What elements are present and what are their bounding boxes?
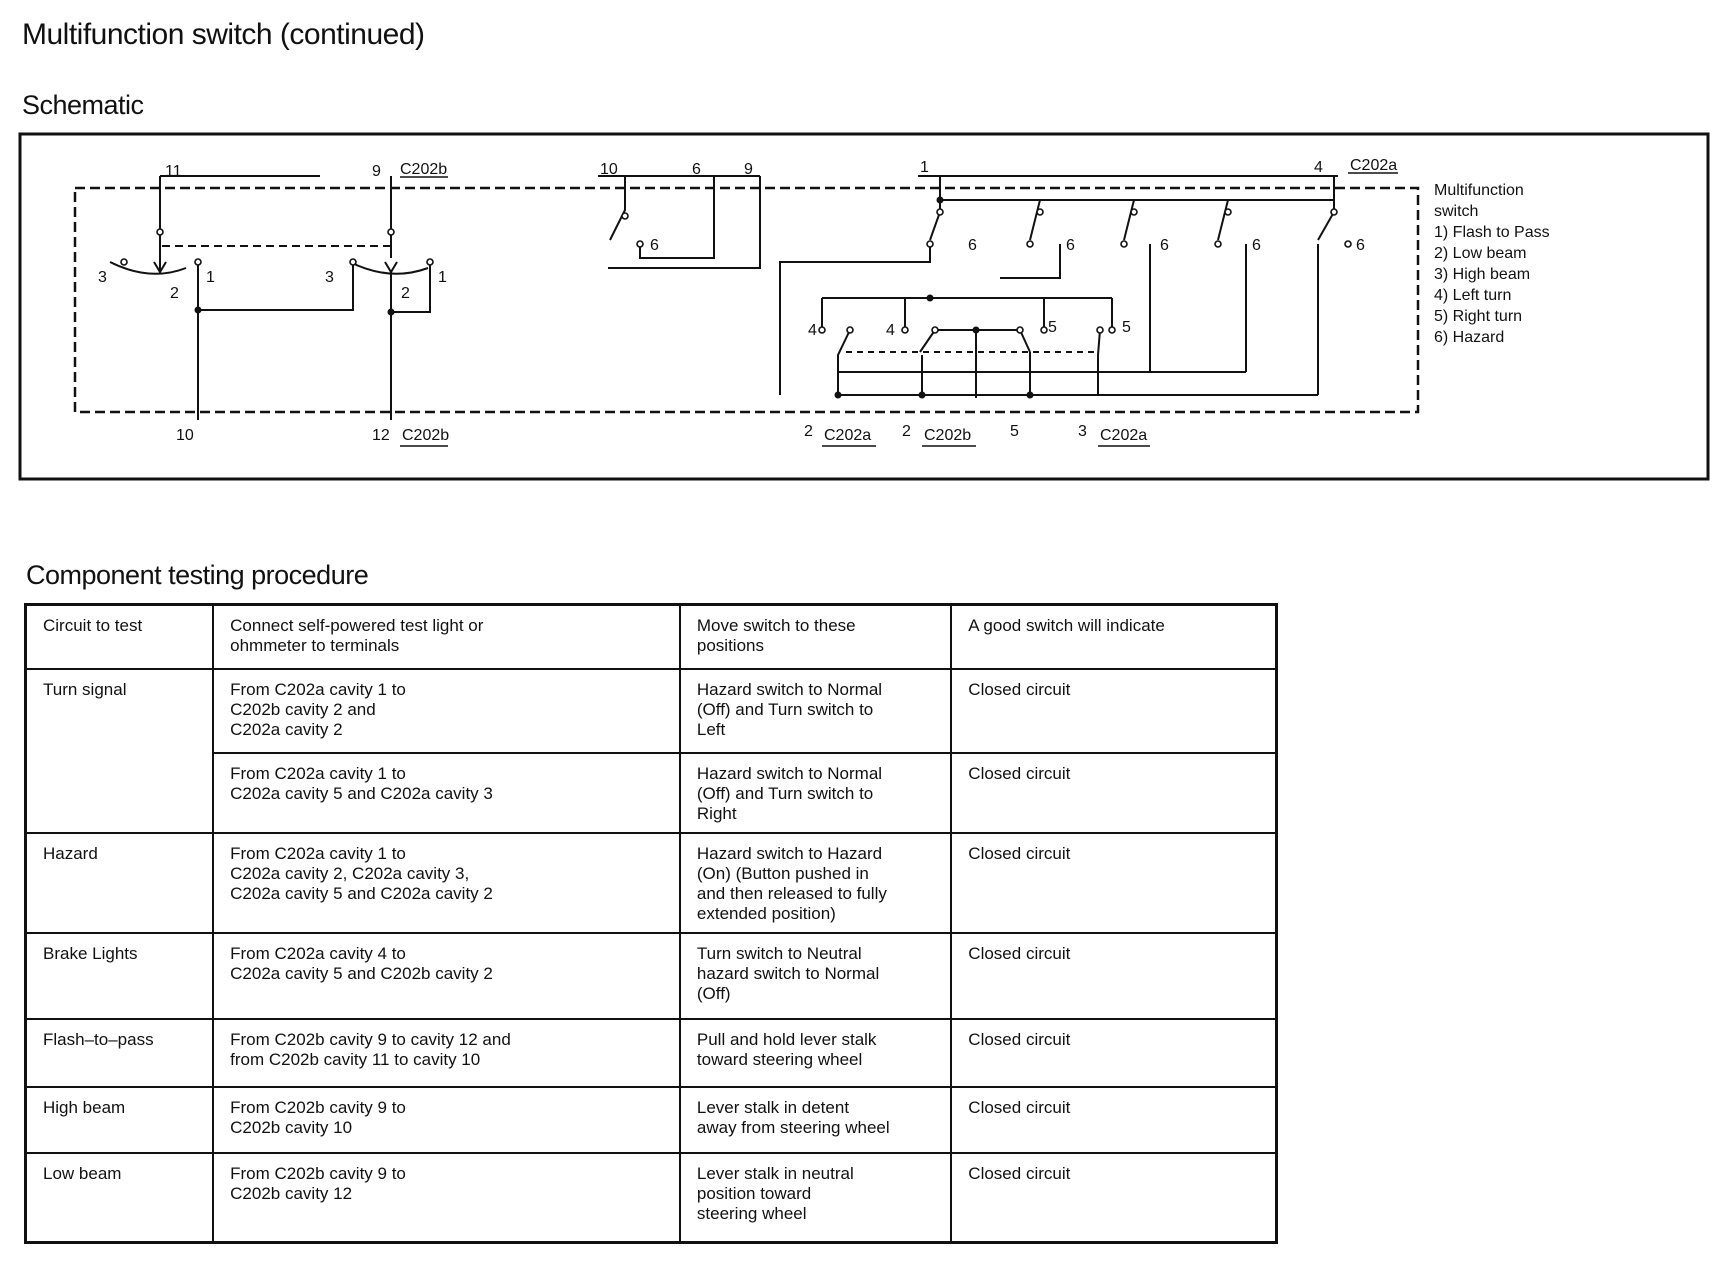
table-row: Low beam From C202b cavity 9 to C202b ca… (24, 1151, 1278, 1244)
connector-label: C202b (402, 427, 449, 444)
table-row: High beam From C202b cavity 9 to C202b c… (24, 1085, 1278, 1154)
table-header-row: Circuit to test Connect self-powered tes… (24, 603, 1278, 670)
table-row: Flash–to–pass From C202b cavity 9 to cav… (24, 1017, 1278, 1088)
circuit-cell: Turn signal (24, 667, 215, 834)
legend-item: 4) Left turn (1434, 287, 1512, 304)
position-label: 4 (808, 322, 817, 339)
pin-label: 9 (372, 163, 381, 180)
position-label: 3 (325, 269, 334, 286)
result-cell: Closed circuit (950, 831, 1278, 934)
terminals-cell: From C202a cavity 1 to C202a cavity 5 an… (212, 751, 681, 834)
column-header: Connect self-powered test light or ohmme… (212, 603, 681, 670)
connector-label: C202a (1350, 157, 1397, 174)
terminals-cell: From C202a cavity 1 to C202b cavity 2 an… (212, 667, 681, 754)
column-header: A good switch will indicate (950, 603, 1278, 670)
position-label: 6 (1356, 237, 1365, 254)
position-label: 4 (886, 322, 895, 339)
result-cell: Closed circuit (950, 1017, 1278, 1088)
connector-label: C202b (400, 161, 447, 178)
table-row: From C202a cavity 1 to C202a cavity 5 an… (26, 751, 1278, 834)
position-label: 6 (968, 237, 977, 254)
testing-procedure-table: Circuit to test Connect self-powered tes… (24, 603, 1278, 1244)
table-row: Turn signal From C202a cavity 1 to C202b… (24, 667, 1278, 834)
position-label: 6 (650, 237, 659, 254)
positions-cell: Pull and hold lever stalk toward steerin… (678, 1017, 953, 1088)
pin-label: 2 (804, 423, 813, 440)
position-label: 1 (438, 269, 447, 286)
positions-cell: Lever stalk in detent away from steering… (678, 1085, 953, 1154)
result-cell: Closed circuit (950, 1085, 1278, 1154)
result-cell: Closed circuit (950, 1151, 1278, 1244)
position-label: 6 (1252, 237, 1261, 254)
pin-label: 1 (920, 159, 929, 176)
legend-item: 1) Flash to Pass (1434, 224, 1550, 241)
position-label: 2 (401, 285, 410, 302)
procedure-heading: Component testing procedure (26, 560, 369, 590)
result-cell: Closed circuit (950, 931, 1278, 1020)
pin-label: 10 (176, 427, 194, 444)
legend-item: Multifunction (1434, 182, 1524, 199)
connector-label: C202a (824, 427, 871, 444)
switch-boundary (73, 186, 1420, 414)
pin-label: 9 (744, 161, 753, 178)
schematic-legend: Multifunction switch 1) Flash to Pass 2)… (1434, 180, 1550, 348)
circuit-cell: Flash–to–pass (24, 1017, 215, 1088)
result-cell: Closed circuit (950, 667, 1278, 754)
circuit-cell: Brake Lights (24, 931, 215, 1020)
circuit-cell: High beam (24, 1085, 215, 1154)
schematic-diagram: 11 9 C202b 10 6 9 1 4 C202a 3 2 1 3 2 1 … (18, 132, 1710, 481)
table-row: Brake Lights From C202a cavity 4 to C202… (24, 931, 1278, 1020)
position-label: 3 (98, 269, 107, 286)
position-label: 6 (1066, 237, 1075, 254)
positions-cell: Hazard switch to Normal (Off) and Turn s… (678, 751, 953, 834)
legend-item: 2) Low beam (1434, 245, 1527, 262)
table-row: Hazard From C202a cavity 1 to C202a cavi… (24, 831, 1278, 934)
circuit-cell: Hazard (24, 831, 215, 934)
legend-item: switch (1434, 203, 1479, 220)
column-header: Circuit to test (24, 603, 215, 670)
result-cell: Closed circuit (950, 751, 1278, 834)
pin-label: 2 (902, 423, 911, 440)
pin-label: 5 (1010, 423, 1019, 440)
positions-cell: Hazard switch to Normal (Off) and Turn s… (678, 667, 953, 754)
pin-label: 12 (372, 427, 390, 444)
column-header: Move switch to these positions (678, 603, 953, 670)
page-title: Multifunction switch (continued) (22, 18, 425, 51)
terminals-cell: From C202b cavity 9 to C202b cavity 12 (212, 1151, 681, 1244)
pin-label: 11 (165, 163, 182, 180)
terminals-cell: From C202a cavity 4 to C202a cavity 5 an… (212, 931, 681, 1020)
schematic-heading: Schematic (22, 90, 144, 120)
circuit-cell: Low beam (24, 1151, 215, 1244)
position-label: 1 (206, 269, 215, 286)
pin-label: 4 (1314, 159, 1323, 176)
positions-cell: Lever stalk in neutral position toward s… (678, 1151, 953, 1244)
connector-label: C202b (924, 427, 971, 444)
position-label: 5 (1122, 319, 1131, 336)
terminals-cell: From C202b cavity 9 to cavity 12 and fro… (212, 1017, 681, 1088)
connector-label: C202a (1100, 427, 1147, 444)
pin-label: 6 (692, 161, 701, 178)
pin-label: 10 (600, 161, 618, 178)
legend-item: 6) Hazard (1434, 329, 1505, 346)
position-label: 5 (1048, 319, 1057, 336)
pin-label: 3 (1078, 423, 1087, 440)
position-label: 2 (170, 285, 179, 302)
positions-cell: Hazard switch to Hazard (On) (Button pus… (678, 831, 953, 934)
terminals-cell: From C202a cavity 1 to C202a cavity 2, C… (212, 831, 681, 934)
legend-item: 3) High beam (1434, 266, 1531, 283)
legend-item: 5) Right turn (1434, 308, 1523, 325)
positions-cell: Turn switch to Neutral hazard switch to … (678, 931, 953, 1020)
schematic-frame (18, 132, 1710, 481)
position-label: 6 (1160, 237, 1169, 254)
terminals-cell: From C202b cavity 9 to C202b cavity 10 (212, 1085, 681, 1154)
